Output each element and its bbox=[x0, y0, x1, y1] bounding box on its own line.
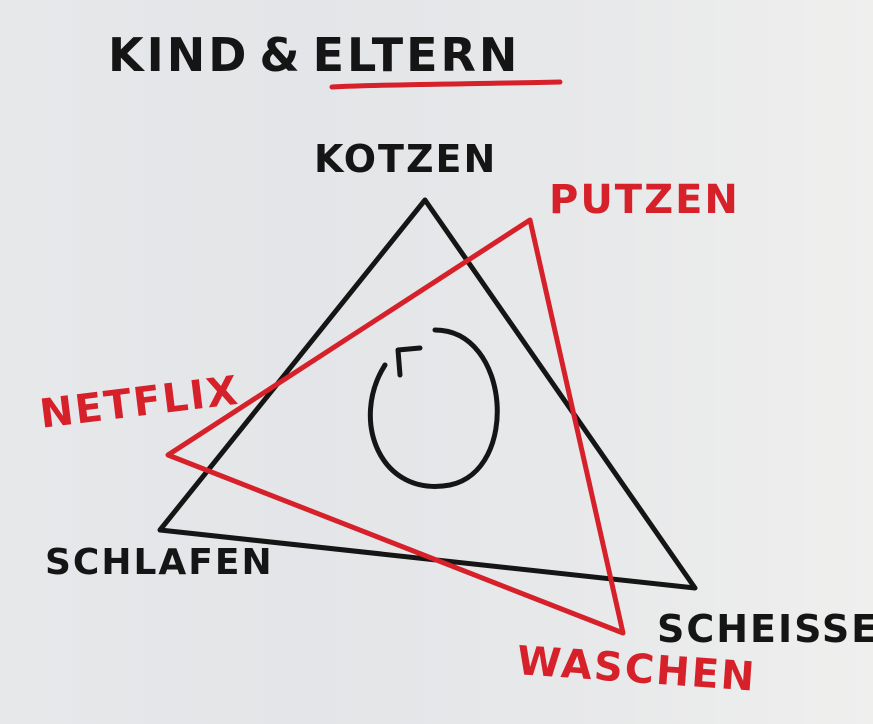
node-kotzen: KOTZEN bbox=[314, 137, 498, 181]
title-ampersand: & bbox=[259, 28, 303, 82]
title-kind: KIND bbox=[108, 28, 250, 82]
node-schlafen: SCHLAFEN bbox=[45, 542, 274, 583]
node-scheissen: SCHEISSEN bbox=[657, 607, 873, 651]
red-triangle bbox=[165, 217, 626, 636]
circular-arrow-icon bbox=[367, 327, 500, 489]
black-triangle bbox=[157, 197, 698, 591]
page-title: KIND&ELTERN bbox=[108, 32, 520, 78]
node-putzen: PUTZEN bbox=[549, 177, 740, 223]
title-eltern: ELTERN bbox=[312, 28, 521, 82]
title-underline bbox=[329, 79, 563, 90]
